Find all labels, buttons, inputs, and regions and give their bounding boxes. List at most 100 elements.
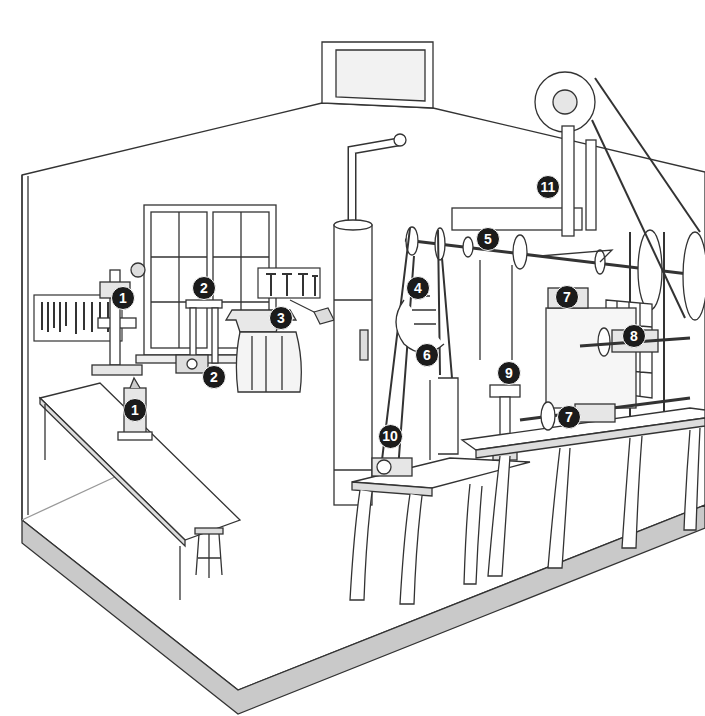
callout-number: 7: [565, 410, 573, 424]
line-shaft-part: [513, 235, 527, 269]
right-bench: [462, 288, 705, 576]
tool-racks: [34, 268, 334, 341]
callout-number: 1: [119, 291, 127, 305]
vise-and-anvil-part: [252, 336, 282, 392]
motor-and-belts-part: [535, 72, 595, 132]
motor-and-belts-part: [553, 90, 577, 114]
right-bench-part: [476, 418, 705, 458]
callout-circle: 7: [557, 405, 581, 429]
middle-bench-part: [400, 494, 422, 604]
motor-and-belts: [382, 72, 700, 470]
line-shaft-part: [463, 237, 473, 257]
room-part: [21, 175, 22, 520]
room-part: [22, 470, 130, 520]
room-part: [322, 42, 433, 108]
left-bench-part: [179, 546, 180, 600]
vise-and-anvil: [176, 300, 301, 392]
middle-bench-part: [430, 378, 458, 460]
window-part: [178, 212, 179, 348]
callout-circle: 2: [192, 276, 216, 300]
callout-circle: 6: [415, 343, 439, 367]
stove-part: [334, 225, 372, 505]
callout-number: 1: [131, 403, 139, 417]
left-bench: [40, 383, 240, 600]
line-shaft-part: [479, 260, 480, 360]
left-bench-part: [44, 404, 45, 460]
motor-and-belts-part: [438, 230, 452, 378]
vise-and-anvil-part: [187, 359, 197, 369]
callout-number: 11: [541, 180, 556, 194]
motor-and-belts-part: [595, 78, 700, 232]
tool-racks-part: [314, 308, 334, 324]
line-shaft-part: [511, 265, 512, 360]
middle-bench-part: [350, 490, 372, 600]
room-part: [336, 50, 425, 101]
callout-circle: 10: [378, 424, 403, 449]
callout-circle: 11: [536, 175, 560, 199]
middle-bench-part: [372, 458, 412, 476]
drill-press: [92, 263, 152, 440]
callout-number: 9: [505, 366, 513, 380]
middle-bench-part: [377, 460, 391, 474]
motor-and-belts-part: [562, 126, 574, 236]
callout-circle: 9: [497, 361, 521, 385]
line-shaft-part: [540, 250, 612, 262]
right-bench-part: [546, 308, 636, 408]
right-bench-part: [541, 402, 555, 430]
callout-number: 5: [484, 232, 492, 246]
stove-part: [352, 142, 398, 225]
tool-racks-part: [266, 274, 318, 296]
stove-part: [334, 299, 372, 300]
stove-part: [360, 330, 368, 360]
left-bench-part: [40, 383, 240, 540]
callout-number: 7: [563, 290, 571, 304]
middle-bench-part: [464, 484, 482, 584]
line-shaft-part: [683, 232, 705, 320]
line-shaft-part: [435, 228, 445, 260]
callout-circle: 7: [555, 285, 579, 309]
left-bench-part: [195, 528, 223, 534]
stove: [334, 134, 406, 505]
stove-part: [334, 469, 372, 470]
room-part: [27, 176, 28, 515]
right-bench-part: [488, 456, 510, 576]
callout-number: 2: [210, 370, 218, 384]
stove-part: [394, 134, 406, 146]
callout-number: 10: [382, 429, 398, 443]
motor-and-belts-part: [592, 120, 685, 318]
stove-part: [352, 142, 398, 225]
left-bench-part: [40, 398, 185, 546]
drill-press-part: [130, 378, 140, 388]
drill-press-part: [131, 263, 145, 277]
drill-press-part: [118, 432, 152, 440]
middle-bench-part: [490, 385, 520, 397]
middle-bench: [350, 378, 530, 604]
right-bench-part: [684, 428, 700, 530]
callout-number: 2: [200, 281, 208, 295]
callout-circle: 3: [269, 306, 293, 330]
callout-number: 4: [414, 281, 422, 295]
callout-circle: 4: [406, 276, 430, 300]
callout-circle: 8: [622, 324, 646, 348]
callout-number: 8: [630, 329, 638, 343]
right-bench-part: [598, 328, 610, 356]
drill-press-part: [92, 365, 142, 375]
vise-and-anvil-part: [236, 332, 301, 392]
vise-and-anvil-part: [186, 300, 222, 308]
callout-circle: 1: [111, 286, 135, 310]
room: [22, 42, 705, 714]
tool-racks-part: [258, 268, 320, 298]
right-bench-part: [622, 436, 642, 548]
motor-and-belts-part: [410, 296, 436, 324]
callout-number: 3: [277, 311, 285, 325]
stove-part: [334, 220, 372, 230]
motor-and-belts-part: [586, 140, 596, 230]
right-bench-part: [575, 404, 615, 422]
drill-press-part: [124, 388, 146, 438]
left-bench-part: [196, 534, 222, 578]
callout-circle: 5: [476, 227, 500, 251]
right-bench-part: [548, 448, 570, 568]
callout-circle: 1: [123, 398, 147, 422]
vise-and-anvil-part: [212, 308, 218, 363]
